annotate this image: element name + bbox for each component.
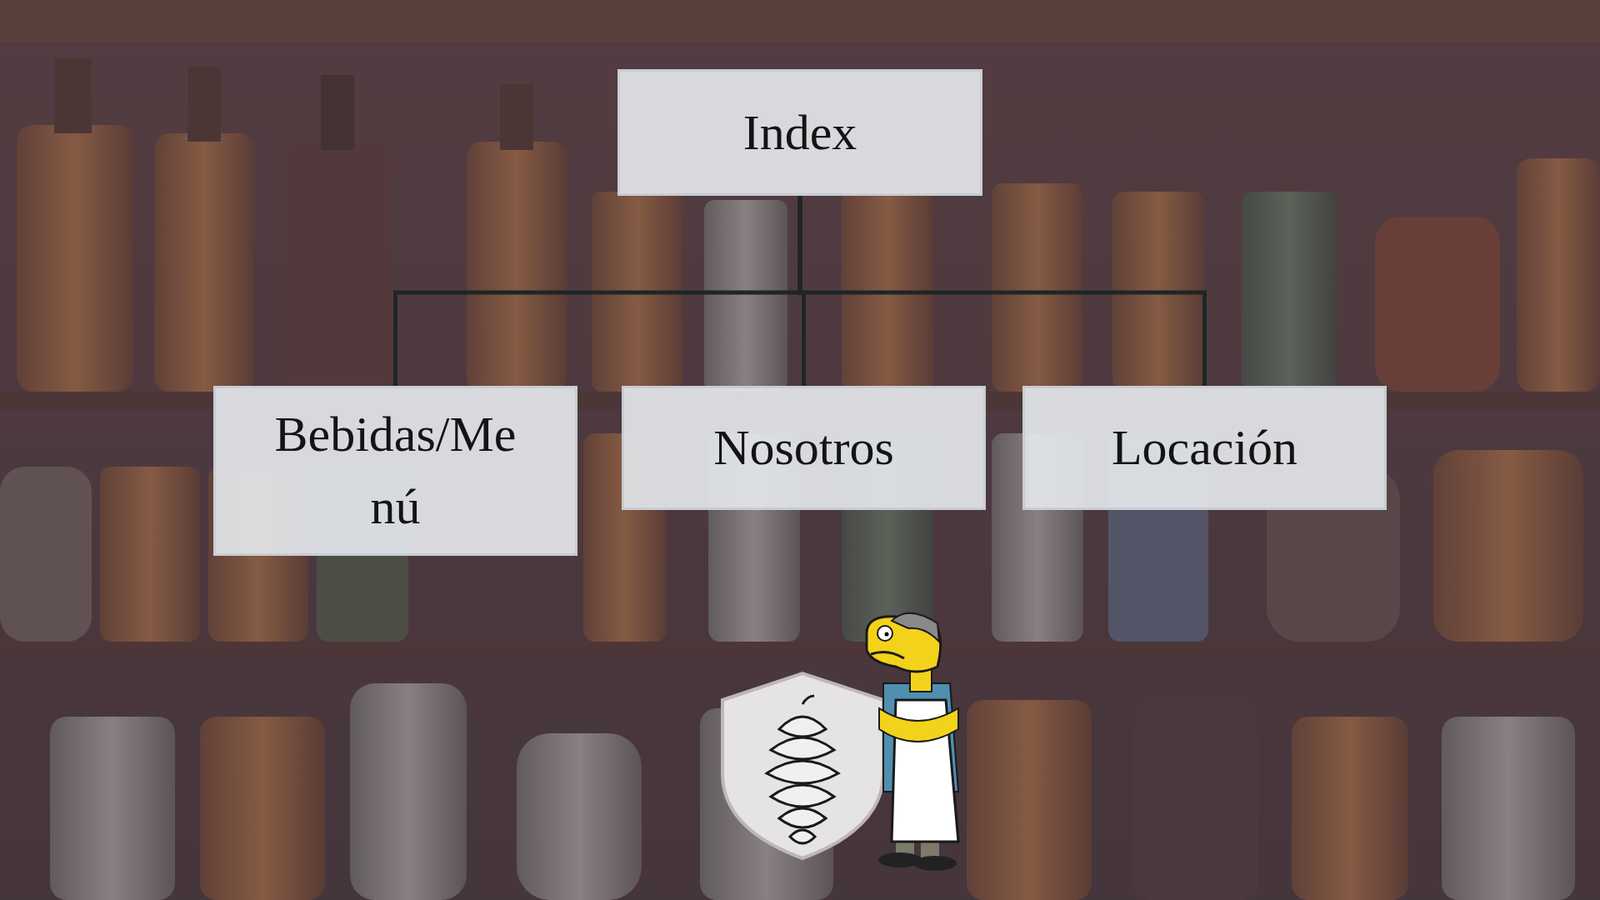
page-label: Locación: [1111, 411, 1298, 485]
page-box: Nosotros: [621, 385, 986, 510]
tree-connector: [395, 195, 801, 386]
page-box: Locación: [1022, 385, 1387, 510]
hop-shield: [722, 673, 884, 859]
page-box: Index: [617, 69, 983, 196]
tree-connector: [800, 195, 805, 386]
page-label: Index: [743, 96, 858, 170]
page-box: Bebidas/Menú: [213, 385, 578, 556]
page-label: Nosotros: [713, 411, 895, 485]
page-label: Bebidas/Menú: [270, 398, 521, 544]
bartender-figure: [866, 613, 959, 871]
tree-connector: [800, 195, 1205, 386]
